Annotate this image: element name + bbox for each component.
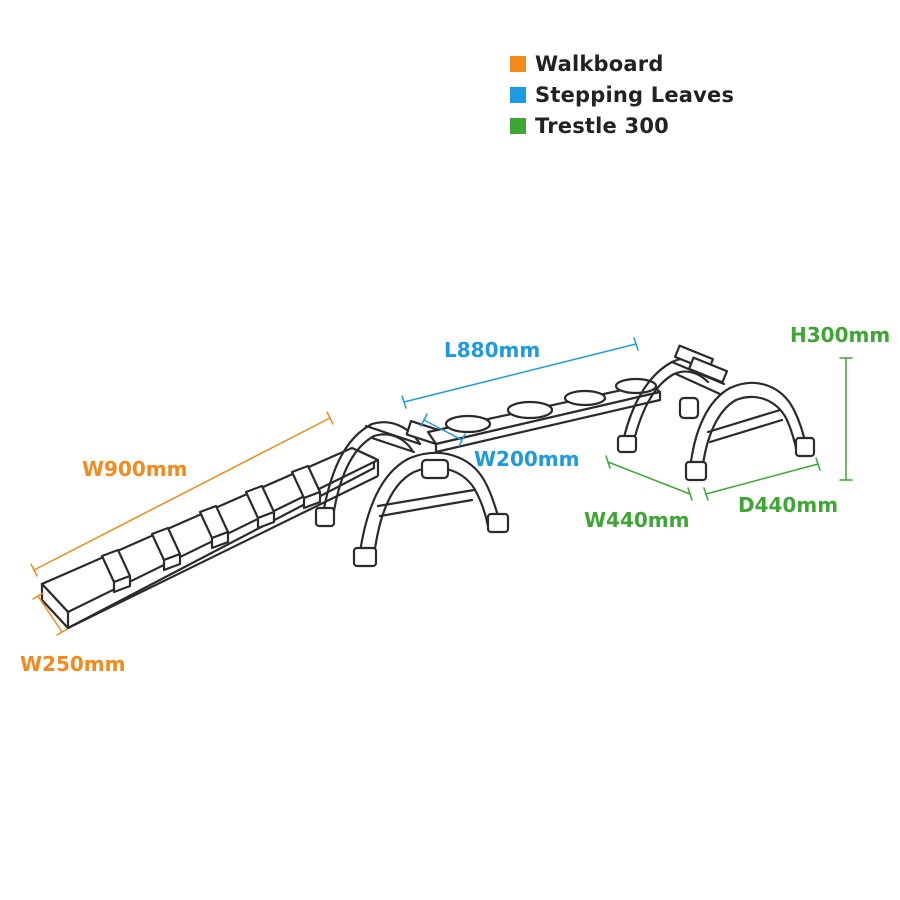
walkboard-swatch [510, 55, 526, 72]
dimension-walkboard-width [32, 592, 68, 636]
dimension-walkboard-length [30, 411, 334, 577]
label-leaves-length: L880mm [444, 338, 540, 362]
dimension-trestle-depth [703, 457, 821, 501]
dimension-trestle-height [839, 357, 853, 481]
label-leaves-width: W200mm [474, 447, 580, 471]
legend-item-stepping-leaves: Stepping Leaves [510, 79, 734, 110]
trestle-right [616, 344, 816, 482]
legend-label-stepping-leaves: Stepping Leaves [535, 82, 735, 107]
walkboard [40, 446, 380, 630]
leaf-pad [506, 400, 554, 420]
legend-item-walkboard: Walkboard [510, 48, 734, 79]
label-trestle-height: H300mm [790, 323, 890, 347]
stepping-leaves-swatch [510, 86, 526, 103]
legend-label-walkboard: Walkboard [535, 51, 664, 76]
walkboard-cleats [100, 464, 322, 594]
leaf-pad [563, 389, 607, 407]
leaf-pad [444, 414, 492, 434]
legend: Walkboard Stepping Leaves Trestle 300 [510, 48, 734, 141]
legend-label-trestle: Trestle 300 [535, 113, 669, 138]
legend-item-trestle: Trestle 300 [510, 110, 734, 141]
trestle-swatch [510, 117, 526, 134]
label-walkboard-length: W900mm [82, 457, 188, 481]
dimension-leaves-width [420, 413, 466, 447]
leaf-pad [614, 377, 658, 395]
stepping-leaves [426, 377, 662, 454]
dimension-leaves-length [401, 337, 639, 409]
label-walkboard-width: W250mm [20, 652, 126, 676]
dimension-trestle-width [605, 455, 693, 501]
label-trestle-depth: D440mm [738, 493, 838, 517]
label-trestle-width: W440mm [584, 508, 690, 532]
